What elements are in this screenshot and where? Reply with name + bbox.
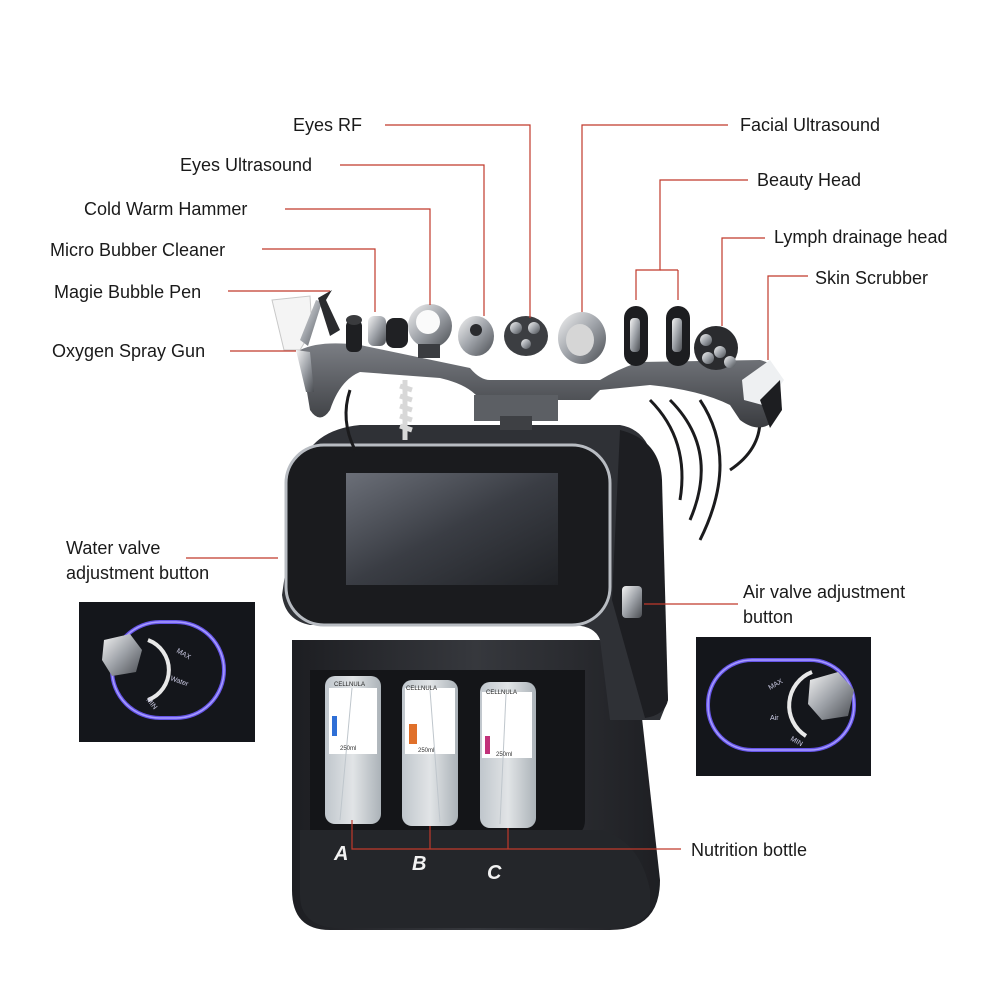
beauty-head[interactable] bbox=[624, 306, 690, 366]
coiled-hose bbox=[399, 380, 413, 440]
handpieces[interactable] bbox=[271, 290, 784, 428]
bottle-brand-a: CELLNULA bbox=[334, 682, 365, 688]
label-eyes-ultrasound: Eyes Ultrasound bbox=[180, 155, 313, 175]
bottle-volume-b: 250ml bbox=[418, 748, 434, 754]
air-name-label: Air bbox=[770, 715, 779, 722]
cold-warm-hammer[interactable] bbox=[408, 304, 452, 358]
label-facial-ultrasound: Facial Ultrasound bbox=[740, 115, 881, 135]
label-oxygen-spray-gun: Oxygen Spray Gun bbox=[52, 341, 206, 361]
label-cold-warm-hammer: Cold Warm Hammer bbox=[84, 199, 248, 219]
skin-scrubber[interactable] bbox=[742, 360, 784, 428]
label-eyes-rf: Eyes RF bbox=[293, 115, 363, 135]
water-valve-inset: MAX Water MIN bbox=[79, 602, 255, 742]
bottle-a bbox=[325, 676, 381, 824]
micro-bubber-cleaner[interactable] bbox=[346, 315, 408, 352]
tool-holder-arm bbox=[300, 343, 780, 430]
bottle-letter-a: A bbox=[334, 843, 349, 865]
lymph-drainage-head[interactable] bbox=[694, 326, 738, 370]
label-micro-bubber-cleaner: Micro Bubber Cleaner bbox=[50, 240, 226, 260]
bottle-brand-c: CELLNULA bbox=[486, 690, 517, 696]
facial-ultrasound[interactable] bbox=[558, 312, 606, 364]
magie-bubble-pen[interactable] bbox=[318, 290, 340, 336]
label-skin-scrubber: Skin Scrubber bbox=[815, 268, 929, 288]
label-water-valve: Water valve adjustment button bbox=[66, 538, 210, 583]
bottle-brand-b: CELLNULA bbox=[406, 686, 437, 692]
label-beauty-head: Beauty Head bbox=[757, 170, 862, 190]
label-nutrition-bottle: Nutrition bottle bbox=[691, 840, 808, 860]
label-lymph-drainage-head: Lymph drainage head bbox=[774, 227, 948, 247]
oxygen-spray-gun[interactable] bbox=[271, 295, 322, 392]
label-air-valve: Air valve adjustment button bbox=[743, 582, 906, 627]
bottle-c bbox=[480, 682, 536, 828]
label-magie-bubble-pen: Magie Bubble Pen bbox=[54, 282, 202, 302]
touch-screen[interactable] bbox=[284, 443, 612, 627]
bottle-letter-c: C bbox=[487, 862, 502, 884]
air-valve-knob[interactable] bbox=[622, 586, 642, 618]
bottle-letter-b: B bbox=[412, 853, 427, 875]
bottle-volume-c: 250ml bbox=[496, 752, 512, 758]
bottle-volume-a: 250ml bbox=[340, 746, 356, 752]
eyes-rf[interactable] bbox=[504, 316, 548, 356]
nutrition-bottles: CELLNULA CELLNULA CELLNULA 250ml 250ml 2… bbox=[325, 676, 536, 828]
leader-lines bbox=[186, 124, 808, 850]
bottle-b bbox=[402, 680, 458, 826]
eyes-ultrasound[interactable] bbox=[458, 316, 494, 356]
air-valve-inset: MAX Air MIN bbox=[696, 637, 871, 776]
